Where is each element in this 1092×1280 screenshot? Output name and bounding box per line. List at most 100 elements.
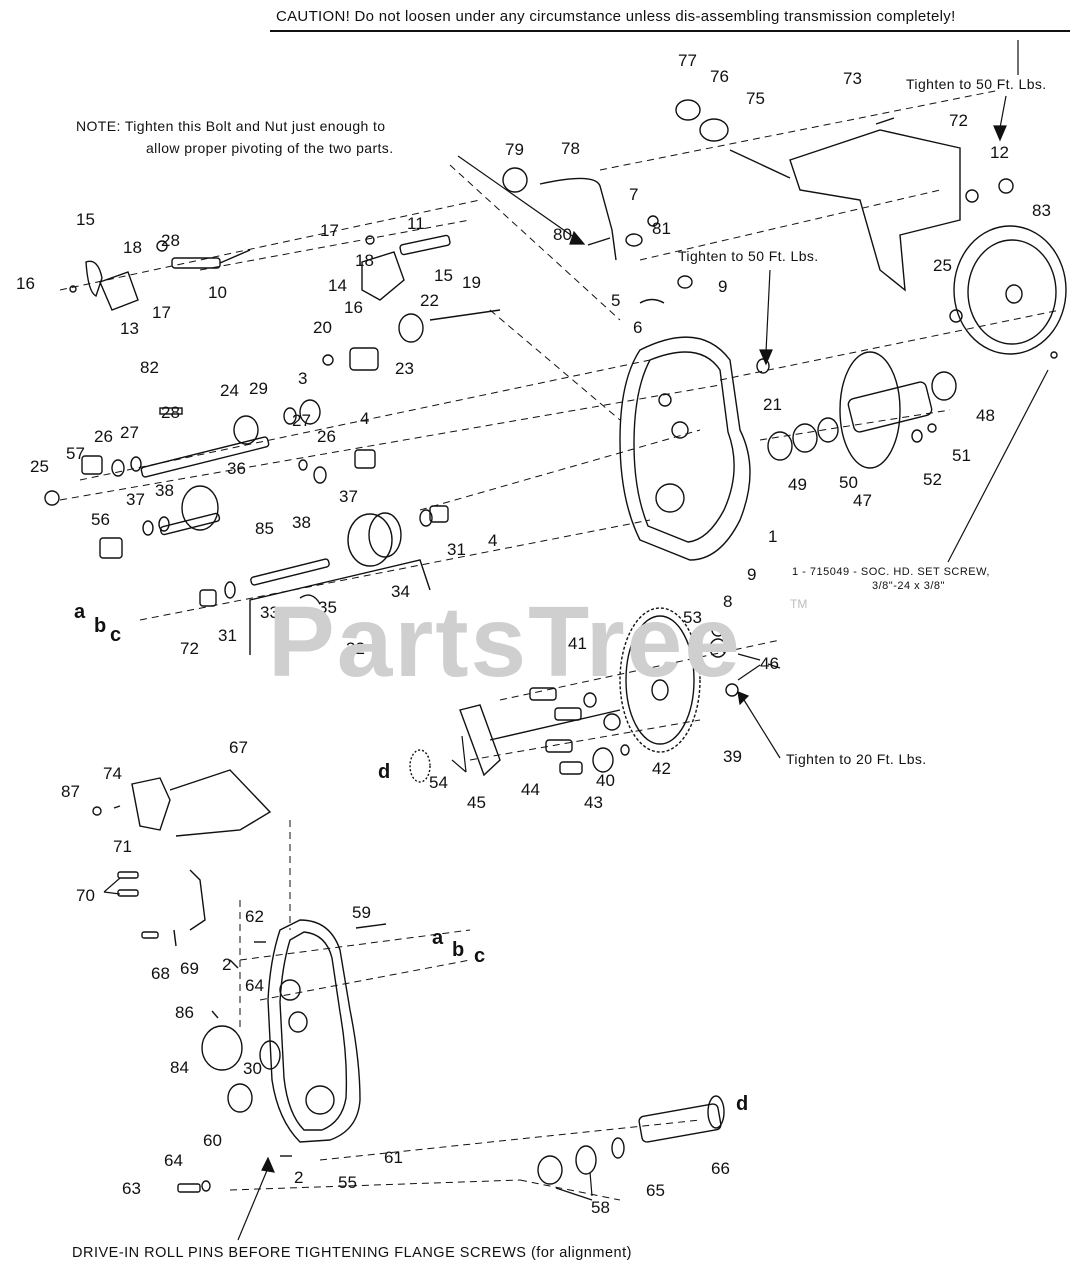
part-number-label: 53 bbox=[683, 608, 702, 627]
part-number-label: 30 bbox=[243, 1059, 262, 1078]
alignment-reference-a: a bbox=[432, 927, 444, 949]
part-number-label: 54 bbox=[429, 773, 448, 792]
part-number-label: 25 bbox=[30, 457, 49, 476]
part-number-label: 81 bbox=[652, 219, 671, 238]
mounting-bracket bbox=[675, 99, 1014, 292]
part-number-label: 41 bbox=[568, 634, 587, 653]
lower-small-parts bbox=[177, 923, 387, 1193]
part-number-label: 4 bbox=[488, 531, 497, 550]
set-screw-note: 1 - 715049 - SOC. HD. SET SCREW, 3/8"-24… bbox=[792, 565, 990, 593]
bolt-pivot-note-line2: allow proper pivoting of the two parts. bbox=[146, 140, 394, 156]
part-number-label: 68 bbox=[151, 964, 170, 983]
part-number-label: 31 bbox=[218, 626, 237, 645]
part-number-label: 34 bbox=[391, 582, 410, 601]
lower-transmission-housing bbox=[259, 919, 361, 1143]
part-number-label: 27 bbox=[120, 423, 139, 442]
part-number-label: 52 bbox=[923, 470, 942, 489]
part-number-label: 37 bbox=[339, 487, 358, 506]
part-number-label: 48 bbox=[976, 406, 995, 425]
upper-transmission-housing bbox=[619, 336, 751, 561]
alignment-reference-b: b bbox=[452, 939, 464, 961]
torque-note-top: Tighten to 50 Ft. Lbs. bbox=[906, 76, 1047, 92]
caution-underline bbox=[270, 30, 1070, 32]
part-number-label: 25 bbox=[933, 256, 952, 275]
part-number-label: 9 bbox=[718, 277, 727, 296]
part-number-label: 55 bbox=[338, 1173, 357, 1192]
lower-bracket bbox=[92, 769, 272, 969]
part-number-label: 16 bbox=[344, 298, 363, 317]
alignment-reference-b: b bbox=[94, 615, 106, 637]
part-number-label: 17 bbox=[320, 221, 339, 240]
part-number-label: 21 bbox=[763, 395, 782, 414]
caution-note: CAUTION! Do not loosen under any circums… bbox=[276, 8, 956, 25]
upper-linkage-parts bbox=[502, 167, 770, 374]
part-number-label: 16 bbox=[16, 274, 35, 293]
part-number-label: 26 bbox=[94, 427, 113, 446]
part-number-label: 35 bbox=[318, 598, 337, 617]
part-number-label: 8 bbox=[723, 592, 732, 611]
part-number-label: 83 bbox=[1032, 201, 1051, 220]
part-number-label: 37 bbox=[126, 490, 145, 509]
part-number-label: 72 bbox=[180, 639, 199, 658]
part-number-label: 22 bbox=[420, 291, 439, 310]
shift-lever-parts bbox=[69, 240, 251, 311]
part-number-label: 27 bbox=[292, 411, 311, 430]
part-number-label: 45 bbox=[467, 793, 486, 812]
part-number-label: 76 bbox=[710, 67, 729, 86]
part-number-label: 26 bbox=[317, 427, 336, 446]
part-number-label: 13 bbox=[120, 319, 139, 338]
shift-fork-parts bbox=[322, 234, 501, 371]
part-number-label: 5 bbox=[611, 291, 620, 310]
part-number-label: 60 bbox=[203, 1131, 222, 1150]
shaft-and-gear-parts bbox=[140, 399, 449, 655]
part-number-label: 77 bbox=[678, 51, 697, 70]
part-number-label: 62 bbox=[245, 907, 264, 926]
part-number-label: 58 bbox=[591, 1198, 610, 1217]
part-number-label: 12 bbox=[990, 143, 1009, 162]
part-number-label: 3 bbox=[298, 369, 307, 388]
part-number-label: 63 bbox=[122, 1179, 141, 1198]
part-number-label: 32 bbox=[346, 639, 365, 658]
part-number-label: 71 bbox=[113, 837, 132, 856]
part-number-label: 78 bbox=[561, 139, 580, 158]
part-number-label: 23 bbox=[395, 359, 414, 378]
part-number-label: 18 bbox=[123, 238, 142, 257]
part-number-label: 38 bbox=[155, 481, 174, 500]
part-number-label: 14 bbox=[328, 276, 347, 295]
part-number-label: 31 bbox=[447, 540, 466, 559]
part-number-label: 6 bbox=[633, 318, 642, 337]
part-number-label: 59 bbox=[352, 903, 371, 922]
part-number-label: 73 bbox=[843, 69, 862, 88]
alignment-reference-d: d bbox=[736, 1093, 748, 1115]
part-number-label: 4 bbox=[360, 409, 369, 428]
part-number-label: 51 bbox=[952, 446, 971, 465]
part-number-label: 82 bbox=[140, 358, 159, 377]
part-number-label: 43 bbox=[584, 793, 603, 812]
part-number-label: 87 bbox=[61, 782, 80, 801]
alignment-reference-c: c bbox=[110, 624, 121, 646]
part-number-label: 2 bbox=[222, 955, 231, 974]
alignment-reference-c: c bbox=[474, 945, 485, 967]
part-number-label: 19 bbox=[462, 273, 481, 292]
set-screw-note-line1: 1 - 715049 - SOC. HD. SET SCREW, bbox=[792, 566, 990, 578]
part-number-label: 70 bbox=[76, 886, 95, 905]
part-number-label: 33 bbox=[260, 603, 279, 622]
part-number-label: 49 bbox=[788, 475, 807, 494]
part-number-label: 65 bbox=[646, 1181, 665, 1200]
large-gear-cluster bbox=[409, 607, 739, 783]
part-number-label: 56 bbox=[91, 510, 110, 529]
watermark-logo: PartsTree bbox=[268, 586, 742, 698]
part-number-label: 24 bbox=[220, 381, 239, 400]
part-number-label: 57 bbox=[66, 444, 85, 463]
part-number-label: 9 bbox=[747, 565, 756, 584]
alignment-reference-d: d bbox=[378, 761, 390, 783]
part-number-label: 2 bbox=[294, 1168, 303, 1187]
part-number-label: 15 bbox=[434, 266, 453, 285]
output-shaft-parts bbox=[537, 1095, 725, 1185]
part-number-label: 7 bbox=[629, 185, 638, 204]
part-number-label: 66 bbox=[711, 1159, 730, 1178]
drive-pulley bbox=[949, 225, 1067, 359]
part-number-label: 17 bbox=[152, 303, 171, 322]
part-number-label: 20 bbox=[313, 318, 332, 337]
